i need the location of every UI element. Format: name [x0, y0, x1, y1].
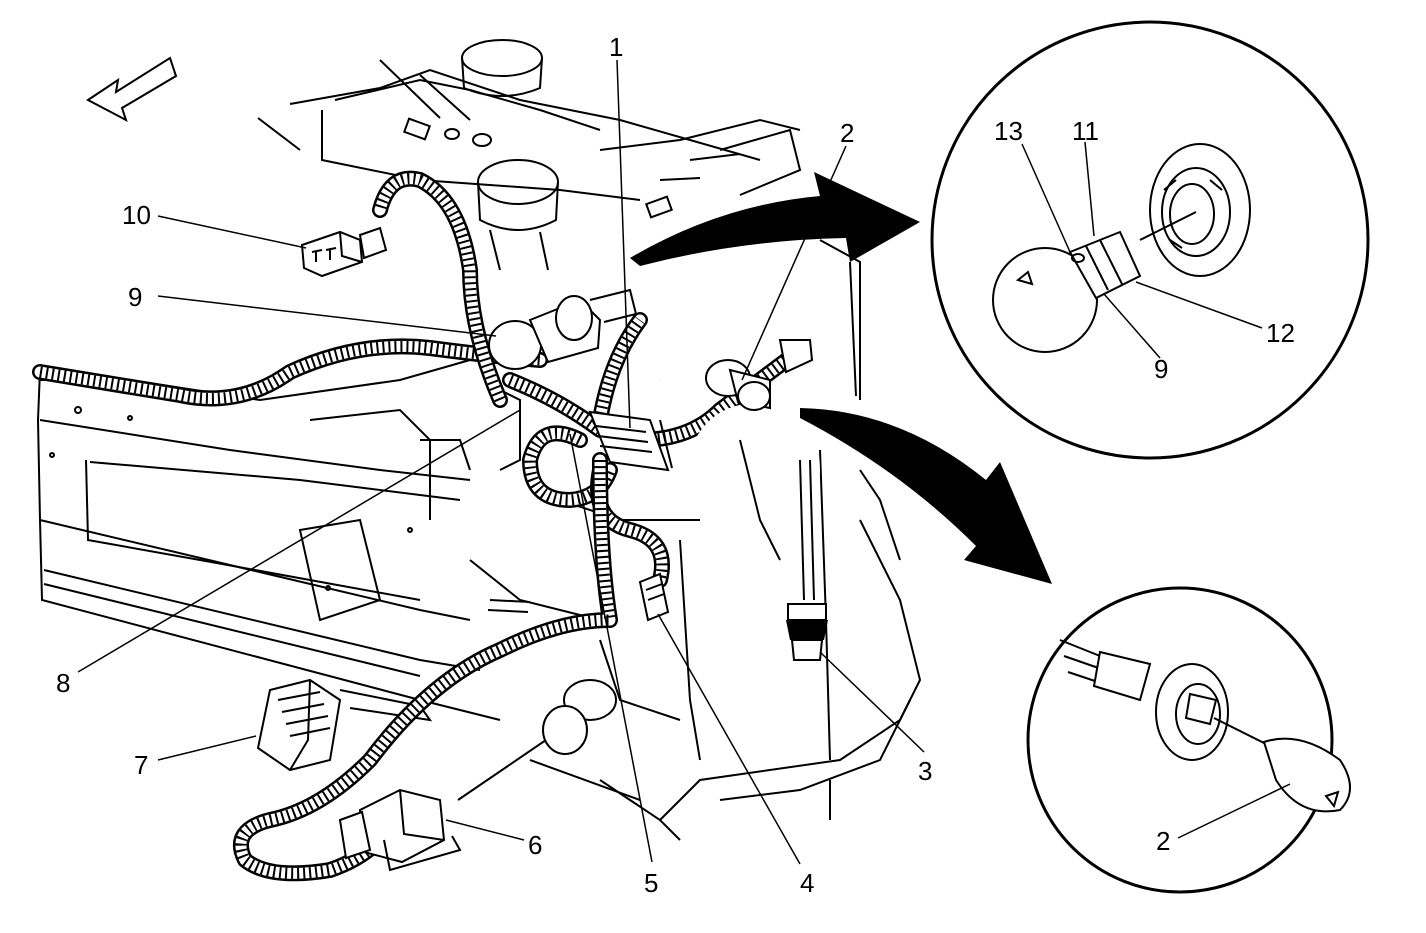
callout-11: 11 [1072, 116, 1099, 146]
callout-detail-9: 9 [1154, 354, 1169, 384]
curved-arrow-icon [800, 408, 1052, 584]
callout-7: 7 [134, 750, 149, 780]
front-arrow-icon [86, 56, 178, 123]
callout-2: 2 [840, 118, 855, 148]
radiator-support [36, 39, 922, 841]
lamp-socket [457, 679, 617, 801]
callout-4: 4 [800, 868, 815, 898]
connector-4 [638, 572, 670, 622]
callout-6: 6 [528, 830, 543, 860]
wiring-harness [32, 170, 831, 882]
detail-circle-socket [1026, 586, 1351, 894]
detail-circle-bulb [930, 20, 1370, 460]
callout-8: 8 [56, 668, 71, 698]
connector-6 [338, 788, 462, 872]
connector-7 [256, 678, 342, 772]
callout-3: 3 [918, 756, 933, 786]
callout-detail-2: 2 [1156, 826, 1171, 856]
bulb-socket-2 [705, 339, 814, 411]
callout-5: 5 [644, 868, 659, 898]
callout-1: 1 [609, 32, 624, 62]
callout-13: 13 [994, 116, 1023, 146]
callout-9: 9 [128, 282, 143, 312]
connector-3 [786, 603, 828, 661]
connector-10 [300, 226, 388, 278]
curved-arrow-icon [630, 172, 920, 266]
leader-lines [77, 59, 1291, 865]
callout-10: 10 [122, 200, 151, 230]
callout-12: 12 [1266, 318, 1295, 348]
bulb-socket-9 [488, 288, 638, 370]
